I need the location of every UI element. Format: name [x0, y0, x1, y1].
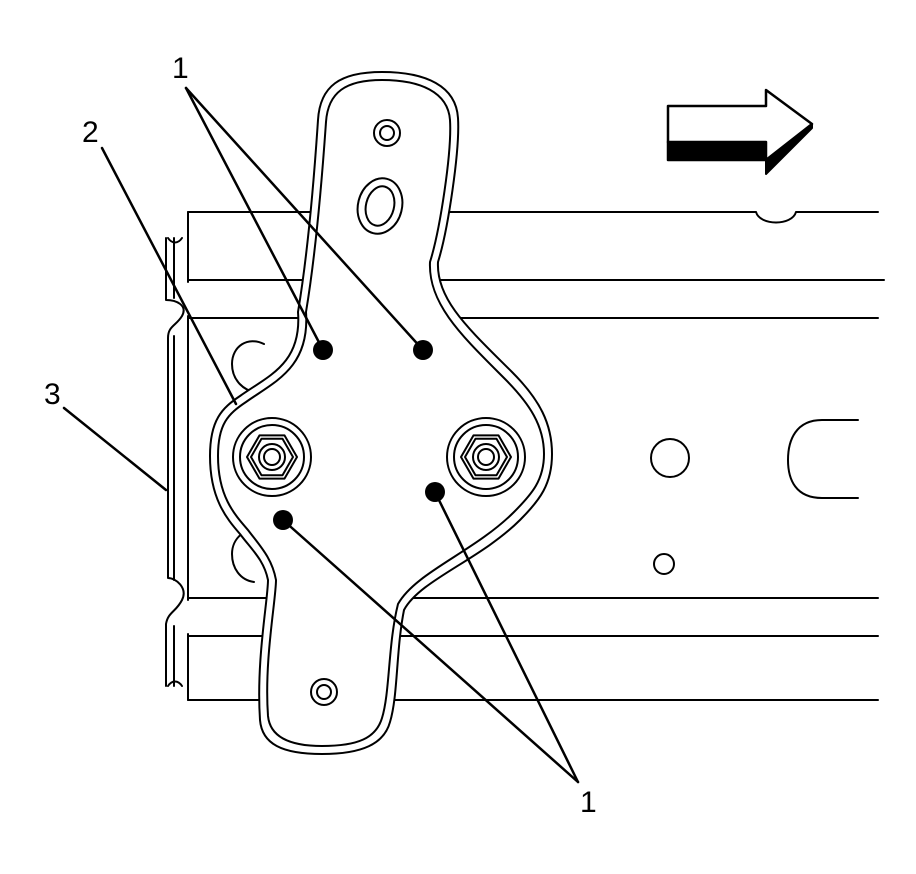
callout-rail: 3 [44, 378, 61, 411]
leader-bottom-to-weld-right [433, 490, 580, 784]
rail-end-flange [165, 237, 185, 687]
leader-3-to-rail-flange [62, 406, 168, 492]
rail-notch-bottom [167, 680, 183, 687]
leader-bottom-to-weld-left [281, 518, 580, 784]
bracket-outline-outer [209, 71, 553, 755]
bracket-hole-bottom [310, 678, 338, 706]
bracket-plate [209, 71, 553, 755]
bracket-outline-inner [217, 79, 545, 747]
bracket-hole-top [373, 119, 401, 147]
rail-hole-small [653, 553, 675, 575]
bracket-oval-slot [356, 177, 404, 235]
callout-top: 1 [172, 52, 189, 85]
arrow-right-icon [666, 88, 814, 175]
rail-slot [787, 419, 859, 499]
callout-bracket: 2 [82, 116, 99, 149]
leader-top-to-weld-right [184, 86, 425, 352]
hex-nut-icon [232, 417, 312, 497]
callout-bottom: 1 [580, 786, 597, 819]
leader-top-to-weld-left [184, 86, 325, 352]
rail-top-edge [187, 211, 879, 224]
rail-hole-behind-bracket-upper [231, 340, 265, 393]
rail-notch-top [167, 237, 183, 244]
hex-nut-icon [446, 417, 526, 497]
rail-hole-large [650, 438, 690, 478]
leader-2-to-bracket [100, 146, 238, 406]
leader-lines [62, 86, 580, 784]
